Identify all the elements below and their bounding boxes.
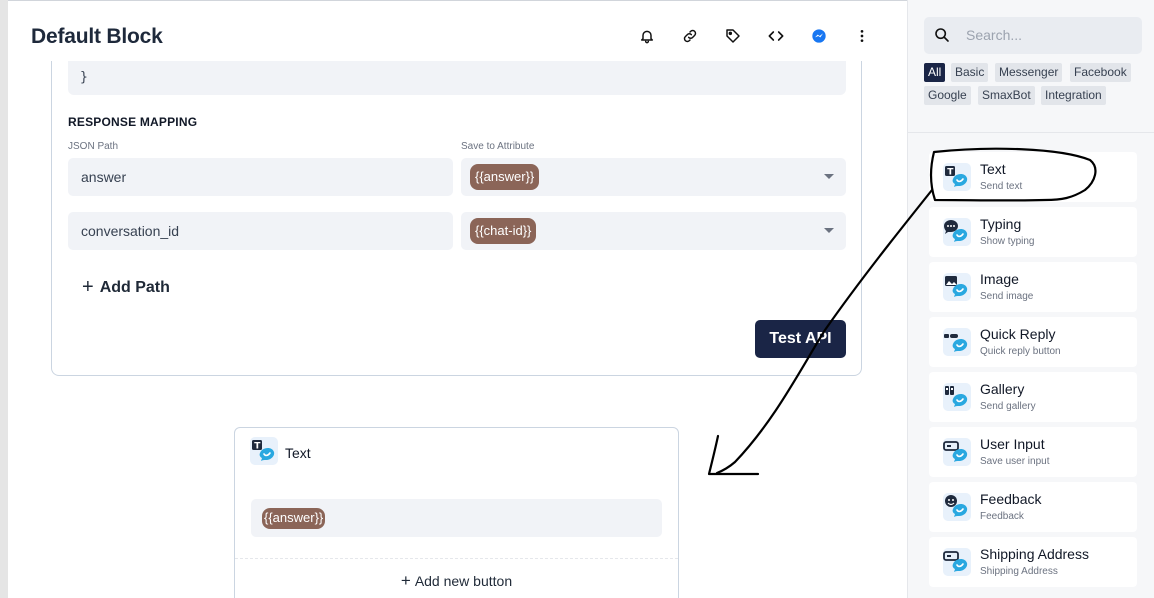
tool-item-text[interactable]: T Text Send text	[929, 152, 1137, 202]
add-new-button-label: Add new button	[414, 573, 513, 589]
search-icon	[935, 28, 949, 42]
text-message-input[interactable]: {{answer}}	[251, 499, 662, 537]
test-api-button[interactable]: Test API	[755, 320, 846, 358]
tag-icon[interactable]	[722, 25, 744, 47]
tool-item-label: Feedback	[980, 491, 1042, 507]
tool-item-gallery[interactable]: Gallery Send gallery	[929, 372, 1137, 422]
more-vertical-icon[interactable]	[851, 25, 873, 47]
block-library-sidebar: Search... All Basic Messenger Facebook G…	[907, 0, 1154, 598]
filter-tag-all[interactable]: All	[924, 63, 946, 82]
tool-item-label: Text	[980, 161, 1006, 177]
text-icon: T	[943, 163, 971, 191]
tool-item-subtitle: Send image	[980, 291, 1034, 302]
json-path-input[interactable]: conversation_id	[68, 212, 453, 250]
tool-item-subtitle: Send text	[980, 181, 1023, 192]
tool-item-subtitle: Show typing	[980, 236, 1035, 247]
tool-item-image[interactable]: Image Send image	[929, 262, 1137, 312]
filter-tag-facebook[interactable]: Facebook	[1070, 63, 1131, 82]
tool-item-shipping-address[interactable]: Shipping Address Shipping Address	[929, 537, 1137, 587]
tool-item-label: Gallery	[980, 381, 1025, 397]
editor-header: Default Block	[8, 1, 907, 71]
code-icon[interactable]	[765, 25, 787, 47]
tool-item-subtitle: Save user input	[980, 456, 1050, 467]
messenger-icon[interactable]	[808, 25, 830, 47]
tool-item-subtitle: Send gallery	[980, 401, 1036, 412]
page-title: Default Block	[31, 25, 163, 48]
filter-tag-integration[interactable]: Integration	[1041, 86, 1106, 105]
quick-reply-icon	[943, 328, 971, 356]
shipping-address-icon	[943, 548, 971, 576]
user-input-icon	[943, 438, 971, 466]
backdrop-strip	[0, 0, 8, 598]
divider	[908, 132, 1154, 133]
tool-item-quick-reply[interactable]: Quick Reply Quick reply button	[929, 317, 1137, 367]
add-new-button[interactable]: +Add new button	[235, 571, 678, 591]
tool-item-user-input[interactable]: User Input Save user input	[929, 427, 1137, 477]
api-request-card: } RESPONSE MAPPING JSON Path Save to Att…	[51, 61, 862, 376]
link-icon[interactable]	[679, 25, 701, 47]
caret-down-icon	[824, 174, 834, 179]
tool-item-label: Typing	[980, 216, 1022, 232]
svg-text:T: T	[254, 442, 261, 452]
bell-icon[interactable]	[636, 25, 658, 47]
request-body-editor[interactable]: }	[68, 61, 846, 95]
gallery-icon	[943, 383, 971, 411]
save-to-attribute-label: Save to Attribute	[461, 141, 535, 152]
json-path-input[interactable]: answer	[68, 158, 453, 196]
tool-item-feedback[interactable]: Feedback Feedback	[929, 482, 1137, 532]
json-path-label: JSON Path	[68, 141, 119, 152]
filter-tag-google[interactable]: Google	[924, 86, 971, 105]
attribute-chip: {{chat-id}}	[470, 218, 537, 244]
tool-item-subtitle: Feedback	[980, 511, 1024, 522]
response-mapping-title: RESPONSE MAPPING	[68, 115, 198, 129]
tool-item-typing[interactable]: Typing Show typing	[929, 207, 1137, 257]
attribute-chip: {{answer}}	[470, 164, 540, 190]
plus-icon: +	[82, 276, 94, 298]
attribute-select[interactable]: {{chat-id}}	[461, 212, 846, 250]
text-block-title: Text	[285, 445, 311, 461]
text-block-card: T Text {{answer}} +Add new button	[234, 427, 679, 598]
svg-text:T: T	[947, 168, 954, 178]
caret-down-icon	[824, 228, 834, 233]
attribute-chip: {{answer}}	[262, 508, 326, 529]
tool-item-subtitle: Shipping Address	[980, 566, 1058, 577]
filter-tag-basic[interactable]: Basic	[951, 63, 989, 82]
image-icon	[943, 273, 971, 301]
typing-icon	[943, 218, 971, 246]
tool-item-label: User Input	[980, 436, 1045, 452]
block-editor-panel: Default Block } RESPONSE MAPPING	[8, 0, 907, 598]
divider	[235, 558, 678, 559]
add-path-button[interactable]: + Add Path	[82, 276, 170, 299]
text-icon: T	[250, 437, 278, 465]
tool-item-label: Image	[980, 271, 1019, 287]
feedback-icon	[943, 493, 971, 521]
tool-item-label: Quick Reply	[980, 326, 1056, 342]
filter-tag-smaxbot[interactable]: SmaxBot	[978, 86, 1035, 105]
tool-item-subtitle: Quick reply button	[980, 346, 1061, 357]
tool-item-label: Shipping Address	[980, 546, 1089, 562]
attribute-select[interactable]: {{answer}}	[461, 158, 846, 196]
filter-tag-messenger[interactable]: Messenger	[995, 63, 1063, 82]
search-input[interactable]: Search...	[924, 17, 1142, 54]
search-placeholder: Search...	[966, 27, 1023, 43]
add-path-label: Add Path	[99, 278, 170, 296]
plus-icon: +	[400, 571, 411, 590]
